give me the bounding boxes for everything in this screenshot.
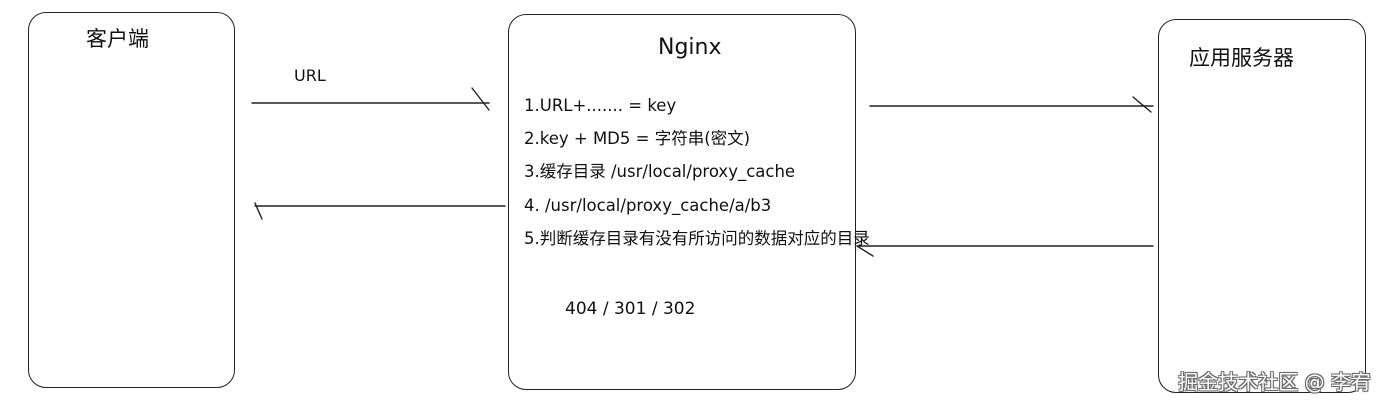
nginx-step-3: 3.缓存目录 /usr/local/proxy_cache [524, 162, 796, 181]
arrow-nginx-to-app-server [869, 96, 1154, 113]
app-server-box [1158, 19, 1366, 393]
client-box [28, 12, 235, 388]
nginx-step-4: 4. /usr/local/proxy_cache/a/b3 [524, 196, 772, 215]
client-title: 客户端 [86, 27, 149, 51]
nginx-title: Nginx [658, 35, 722, 60]
nginx-step-5: 5.判断缓存目录有没有所访问的数据对应的目录 [524, 229, 870, 248]
arrow-nginx-to-client [254, 202, 506, 220]
status-codes: 404 / 301 / 302 [565, 299, 696, 319]
nginx-step-1: 1.URL+....... = key [524, 96, 677, 115]
url-edge-label: URL [294, 66, 326, 85]
app-server-title: 应用服务器 [1189, 46, 1294, 70]
arrow-app-server-to-nginx [856, 245, 1154, 257]
arrow-client-to-nginx [251, 87, 490, 111]
nginx-step-2: 2.key + MD5 = 字符串(密文) [524, 129, 751, 148]
watermark: 掘金技术社区 @ 李宥 [1178, 370, 1371, 394]
nginx-box [508, 14, 856, 390]
